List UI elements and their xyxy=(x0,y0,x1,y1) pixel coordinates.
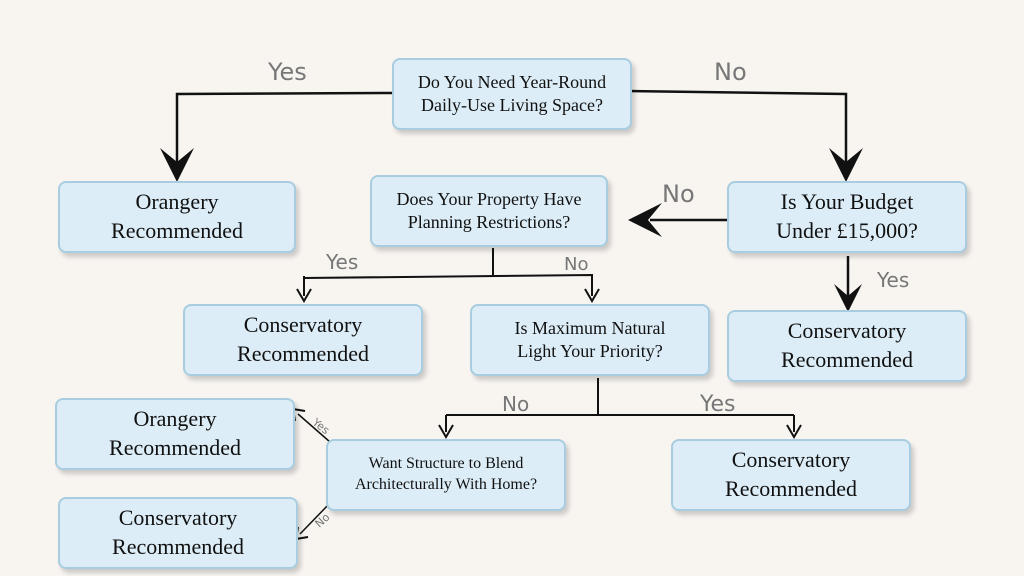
result-conservatory-recommended-blend-no: Conservatory Recommended xyxy=(58,497,298,569)
arrowhead-budget xyxy=(829,148,863,182)
arrowhead-conservatory-2 xyxy=(834,284,862,312)
edge-planning-split xyxy=(303,248,593,296)
edge-year-round-no xyxy=(629,89,848,165)
arrowhead-conservatory-1 xyxy=(296,288,312,303)
edge-blend-yes xyxy=(297,413,331,443)
arrowhead-light xyxy=(584,288,600,303)
edge-year-round-yes xyxy=(175,91,394,165)
question-budget-under-15000: Is Your Budget Under £15,000? xyxy=(727,181,967,253)
edge-label-planning-no: No xyxy=(564,254,589,275)
question-planning-restrictions: Does Your Property Have Planning Restric… xyxy=(370,175,608,247)
edge-label-planning-yes: Yes xyxy=(326,250,359,274)
result-orangery-recommended-blend-yes: Orangery Recommended xyxy=(55,398,295,470)
edge-label-light-yes: Yes xyxy=(700,392,736,417)
arrowhead-planning xyxy=(628,203,662,237)
question-blend-architecturally: Want Structure to Blend Architecturally … xyxy=(326,439,566,511)
result-conservatory-recommended-planning-yes: Conservatory Recommended xyxy=(183,304,423,376)
edge-label-light-no: No xyxy=(502,392,530,416)
arrowhead-blend xyxy=(438,424,454,439)
edge-blend-no xyxy=(299,502,331,535)
edge-light-split xyxy=(445,378,795,432)
question-year-round-living-space: Do You Need Year-Round Daily-Use Living … xyxy=(392,58,632,130)
edge-label-budget-no: No xyxy=(662,180,695,208)
edge-label-year-round-yes: Yes xyxy=(268,58,307,86)
result-orangery-recommended: Orangery Recommended xyxy=(58,181,296,253)
arrowhead-conservatory-4 xyxy=(786,424,802,439)
edge-label-budget-yes: Yes xyxy=(877,268,910,292)
result-conservatory-recommended-budget-yes: Conservatory Recommended xyxy=(727,310,967,382)
result-conservatory-recommended-light-yes: Conservatory Recommended xyxy=(671,439,911,511)
question-maximum-natural-light: Is Maximum Natural Light Your Priority? xyxy=(470,304,710,376)
arrowhead-orangery-1 xyxy=(160,148,194,182)
edge-label-year-round-no: No xyxy=(714,58,747,86)
